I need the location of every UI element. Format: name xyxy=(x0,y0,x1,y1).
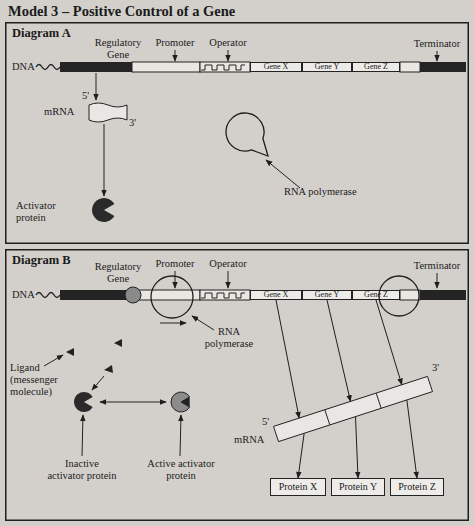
flow-arrow xyxy=(376,300,402,385)
leader-arrow xyxy=(437,273,438,288)
end-label: 3' xyxy=(432,362,446,374)
terminator-segment xyxy=(420,290,466,300)
gene-name: Gene Y xyxy=(303,291,351,299)
callout-label: Ligand (messenger molecule) xyxy=(10,362,72,398)
leader-arrow xyxy=(228,271,229,288)
callout-label: Inactive activator protein xyxy=(46,458,118,482)
operator-segment xyxy=(200,290,250,300)
ligand-symbol xyxy=(66,348,74,356)
dna-strand-end xyxy=(36,65,60,70)
callout-label: Active activator protein xyxy=(146,458,216,482)
regulatory-gene-segment xyxy=(60,290,132,300)
part-label: Terminator xyxy=(404,260,470,272)
terminator-segment xyxy=(420,62,466,72)
diagram-panel: Diagram B Gene XGene YGene Z mRNA Protein X… xyxy=(5,249,469,521)
leader-arrow xyxy=(175,50,176,61)
protein-box: Protein Z xyxy=(390,478,444,496)
leader-arrow xyxy=(180,415,181,456)
leader-arrow xyxy=(266,160,300,188)
mrna-strand: mRNA xyxy=(268,372,436,448)
node-outline xyxy=(88,101,128,123)
mrna-divider xyxy=(376,393,381,408)
protein-box: Protein Y xyxy=(331,478,385,496)
bound-ligand-symbol xyxy=(181,397,190,407)
gene-name: Gene Z xyxy=(353,291,399,299)
callout-label: RNA polymerase xyxy=(196,326,262,350)
equilibrium-arrow xyxy=(100,402,166,403)
mrna-label: mRNA xyxy=(44,106,74,118)
part-label: Terminator xyxy=(404,38,470,50)
direction-arrow xyxy=(160,323,186,324)
regulatory-gene-segment xyxy=(60,62,132,72)
transcription-arrow xyxy=(96,73,97,100)
molecule-label: DNA xyxy=(12,61,42,73)
gene-name: Gene X xyxy=(251,291,301,299)
node-outline xyxy=(268,372,436,448)
leader-arrow xyxy=(228,50,229,61)
flow-arrow xyxy=(407,400,417,478)
leader-arrow xyxy=(437,51,438,61)
operator-pattern xyxy=(201,293,245,298)
flow-arrow xyxy=(276,300,299,418)
active-activator-symbol xyxy=(171,392,190,412)
gene-segment: Gene Z xyxy=(352,290,400,300)
callout-label: Activator protein xyxy=(16,200,78,224)
rna-polymerase-symbol xyxy=(151,276,193,318)
part-label: Regulatory Gene xyxy=(88,261,148,285)
dna-strand-end xyxy=(36,293,60,298)
part-label: Promoter xyxy=(149,37,201,49)
operator-segment xyxy=(200,62,250,72)
protein-name: Protein Z xyxy=(391,479,443,495)
gene-segment: Gene Y xyxy=(302,290,352,300)
gene-name: Gene X xyxy=(251,63,301,71)
mrna-divider xyxy=(325,410,330,425)
translation-arrow xyxy=(104,124,105,196)
rna-polymerase-symbol xyxy=(226,113,268,156)
molecule-label: DNA xyxy=(12,289,42,301)
diagram-panel: Diagram A Gene XGene YGene Z mRNA xyxy=(5,22,469,244)
end-label: 5' xyxy=(82,90,96,102)
protein-box: Protein X xyxy=(270,478,326,496)
bound-activator-symbol xyxy=(125,287,141,303)
part-label: Operator xyxy=(202,258,254,270)
promoter-segment xyxy=(132,290,200,300)
leader-arrow xyxy=(44,355,63,366)
title-heading: Model 3 – Positive Control of a Gene xyxy=(8,3,235,20)
protein-name: Protein X xyxy=(271,479,325,495)
leader-arrow xyxy=(82,415,83,456)
gene-segment: Gene Y xyxy=(302,62,352,72)
operator-pattern xyxy=(201,65,245,70)
spacer-segment xyxy=(400,290,420,300)
flow-arrow xyxy=(298,433,304,478)
gene-name: Gene Z xyxy=(353,63,399,71)
gene-segment: Gene X xyxy=(250,290,302,300)
mrna-label: mRNA xyxy=(234,434,264,446)
panel-heading: Diagram A xyxy=(12,26,71,40)
part-label: Operator xyxy=(202,37,254,49)
part-label: Regulatory Gene xyxy=(88,37,148,61)
panel-heading: Diagram B xyxy=(12,253,71,267)
callout-label: RNA polymerase xyxy=(284,186,394,198)
inactive-activator-symbol xyxy=(74,392,93,412)
activator-protein-symbol xyxy=(92,198,114,222)
promoter-segment xyxy=(132,62,200,72)
end-label: 3' xyxy=(129,117,143,129)
mrna-shape xyxy=(274,376,433,441)
leader-arrow xyxy=(175,271,176,288)
gene-name: Gene Y xyxy=(303,63,351,71)
gene-segment: Gene Z xyxy=(352,62,400,72)
flow-arrow xyxy=(356,417,359,478)
mrna-shape xyxy=(89,103,127,122)
protein-name: Protein Y xyxy=(332,479,384,495)
mrna-strand: mRNA xyxy=(88,101,128,123)
gene-segment: Gene X xyxy=(250,62,302,72)
part-label: Promoter xyxy=(149,258,201,270)
ligand-symbol xyxy=(114,339,122,347)
binding-arrow xyxy=(92,376,104,390)
ligand-symbol xyxy=(104,365,113,373)
leader-arrow xyxy=(192,316,214,330)
spacer-segment xyxy=(400,62,420,72)
flow-arrow xyxy=(327,300,351,401)
